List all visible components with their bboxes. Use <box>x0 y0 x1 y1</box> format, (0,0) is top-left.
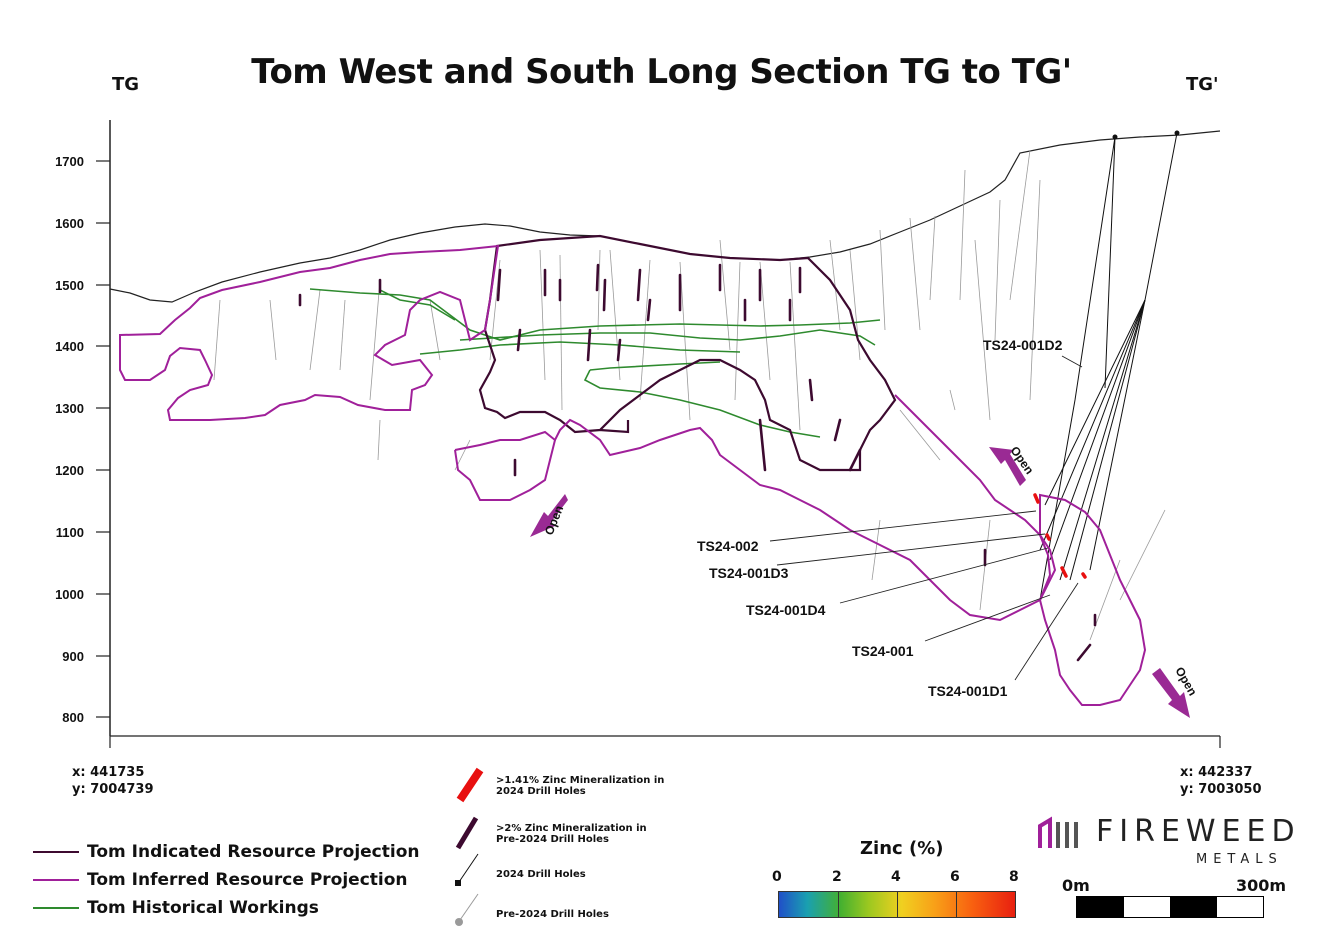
label-leaders <box>769 355 1083 681</box>
y-tick-label: 1100 <box>56 525 84 540</box>
open-label: Open <box>542 503 566 537</box>
topography-line <box>109 130 1221 303</box>
y-tick-label: 1200 <box>55 463 84 478</box>
2024-drill-holes <box>1039 132 1178 601</box>
legend-holes-pre: Pre-2024 Drill Holes <box>446 890 706 938</box>
dark-bar-icon <box>455 816 479 850</box>
legend-zinc-pre: >2% Zinc Mineralization in Pre-2024 Dril… <box>446 810 706 858</box>
drill-label-ts24-002: TS24-002 <box>697 538 759 554</box>
start-coordinates: x: 441735 y: 7004739 <box>72 764 154 798</box>
legend-holes-2024-label: 2024 Drill Holes <box>496 868 586 880</box>
page-title: Tom West and South Long Section TG to TG… <box>251 52 1072 92</box>
y-tick-label: 1400 <box>55 339 84 354</box>
drill-hole-2024-icon <box>455 853 479 886</box>
end-x: x: 442337 <box>1180 765 1253 780</box>
legend-inferred-label: Tom Inferred Resource Projection <box>87 870 408 890</box>
open-arrow <box>530 494 568 537</box>
logo-subtitle: METALS <box>1196 852 1283 867</box>
legend-historical-label: Tom Historical Workings <box>87 898 319 918</box>
zinc-tick: 0 <box>772 869 782 885</box>
legend-zinc-2024: >1.41% Zinc Mineralization in 2024 Drill… <box>446 762 706 810</box>
pre-2024-drill-holes <box>213 149 1166 641</box>
zinc-tick: 8 <box>1009 869 1019 885</box>
indicated-resource-outline <box>478 234 897 472</box>
drill-label-ts24-001d3: TS24-001D3 <box>709 565 789 581</box>
historical-workings <box>309 288 881 438</box>
drill-label-ts24-001d1: TS24-001D1 <box>928 683 1008 699</box>
zinc-scale-title: Zinc (%) <box>860 838 944 859</box>
pre-2024-mineralization <box>298 263 1097 662</box>
logo-name: FIREWEED <box>1096 814 1301 849</box>
y-tick-label: 1700 <box>55 154 84 169</box>
fireweed-logo-icon <box>1038 816 1078 848</box>
legend-inferred: Tom Inferred Resource Projection <box>33 866 420 894</box>
y-tick-label: 800 <box>62 710 84 725</box>
legend-indicated: Tom Indicated Resource Projection <box>33 838 420 866</box>
drill-label-ts24-001: TS24-001 <box>852 643 914 659</box>
historical-swatch <box>33 907 79 909</box>
y-tick-label: 1300 <box>55 401 84 416</box>
scale-end-label: 300m <box>1236 876 1287 895</box>
zinc-tick: 6 <box>950 869 960 885</box>
legend-zinc-pre-label: >2% Zinc Mineralization in Pre-2024 Dril… <box>496 823 647 845</box>
resource-legend: Tom Indicated Resource Projection Tom In… <box>33 838 420 922</box>
y-tick-label: 1500 <box>55 278 84 293</box>
drill-hole-pre-icon <box>455 893 479 926</box>
legend-holes-pre-label: Pre-2024 Drill Holes <box>496 908 609 920</box>
drill-label-ts24-001d4: TS24-001D4 <box>746 602 826 618</box>
legend-indicated-label: Tom Indicated Resource Projection <box>87 842 420 862</box>
start-x: x: 441735 <box>72 765 145 780</box>
drill-label-ts24-001d2: TS24-001D2 <box>983 337 1063 353</box>
zinc-tick: 4 <box>891 869 901 885</box>
inferred-resource-outline <box>119 244 500 421</box>
legend-zinc-2024-label: >1.41% Zinc Mineralization in 2024 Drill… <box>496 775 665 797</box>
red-bar-icon <box>456 767 484 803</box>
scale-bar <box>1076 896 1264 918</box>
y-tick-label: 1600 <box>55 216 84 231</box>
2024-mineralization <box>1033 493 1087 579</box>
end-y: y: 7003050 <box>1180 782 1262 797</box>
scale-start-label: 0m <box>1062 876 1090 895</box>
section-start-label: TG <box>112 74 140 95</box>
zinc-tick: 2 <box>832 869 842 885</box>
inferred-swatch <box>33 879 79 881</box>
y-tick-label: 1000 <box>55 587 84 602</box>
open-arrow <box>989 447 1026 486</box>
end-coordinates: x: 442337 y: 7003050 <box>1180 764 1262 798</box>
y-axis-ticks <box>96 160 110 718</box>
legend-historical: Tom Historical Workings <box>33 894 420 922</box>
open-arrow <box>1152 668 1190 718</box>
start-y: y: 7004739 <box>72 782 154 797</box>
indicated-swatch <box>33 851 79 853</box>
section-end-label: TG' <box>1186 74 1219 95</box>
zinc-color-ramp <box>778 891 1016 918</box>
legend-holes-2024: 2024 Drill Holes <box>446 850 706 898</box>
y-tick-label: 900 <box>62 649 84 664</box>
